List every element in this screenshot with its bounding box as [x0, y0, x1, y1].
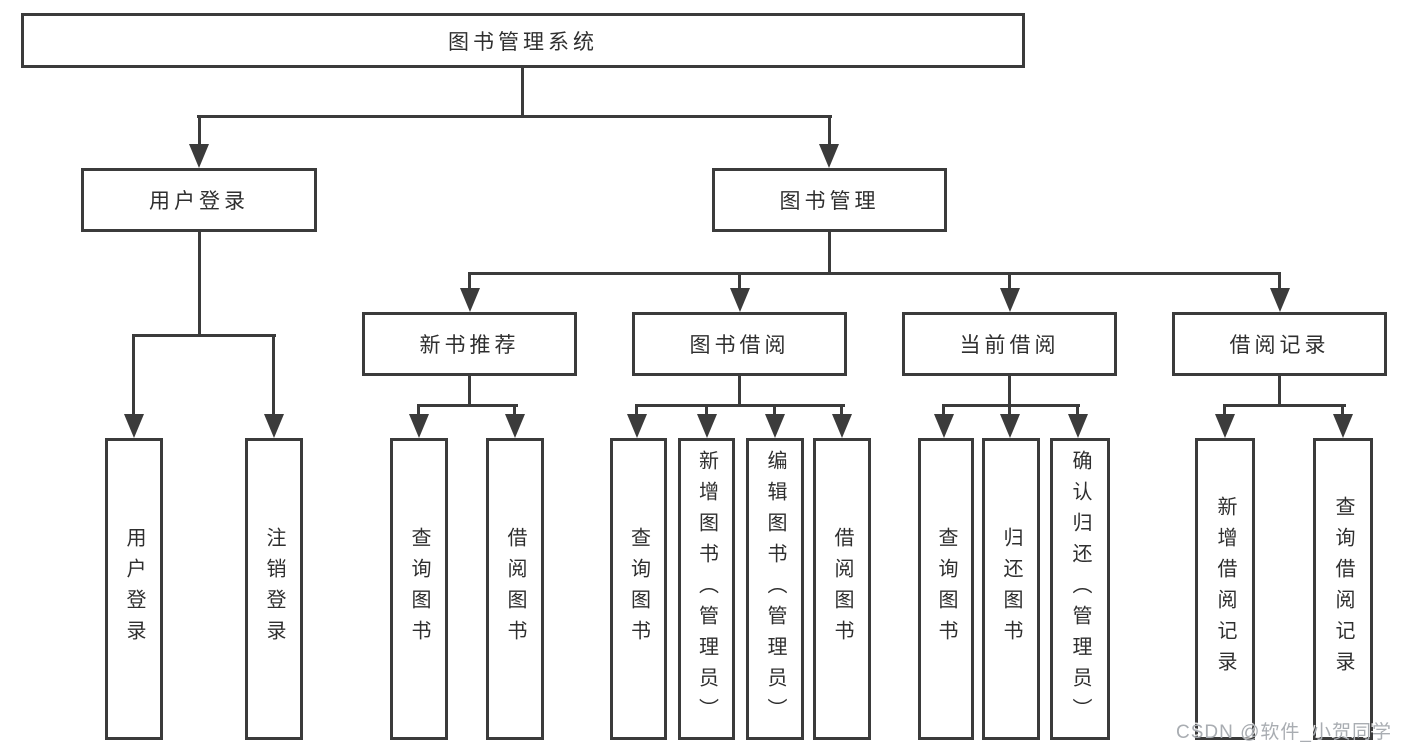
connector-line — [1223, 404, 1226, 416]
node-label: 借阅记录 — [1229, 334, 1330, 357]
connector-line — [468, 376, 471, 407]
connector-line — [521, 66, 524, 117]
arrow-down-icon — [409, 414, 429, 438]
connector-line — [942, 404, 945, 416]
arrow-down-icon — [1068, 414, 1088, 438]
connector-line — [1008, 376, 1011, 407]
leaf-bb-borrow-books: 借阅图书 — [813, 438, 871, 740]
connector-line — [1278, 272, 1281, 292]
connector-line — [828, 232, 831, 275]
connector-line — [197, 115, 832, 118]
connector-line — [1223, 404, 1346, 407]
leaf-label: 新增图书（管理员） — [695, 449, 718, 729]
arrow-down-icon — [627, 414, 647, 438]
arrow-down-icon — [460, 288, 480, 312]
leaf-label: 借阅图书 — [504, 527, 526, 651]
node-book-management: 图书管理 — [712, 168, 947, 232]
leaf-label: 新增借阅记录 — [1214, 496, 1236, 682]
leaf-bb-query-books: 查询图书 — [610, 438, 667, 740]
leaf-logout: 注销登录 — [245, 438, 303, 740]
leaf-label: 查询图书 — [627, 527, 650, 651]
node-user-login: 用户登录 — [81, 168, 317, 232]
connector-line — [773, 404, 776, 416]
leaf-br-add-record: 新增借阅记录 — [1195, 438, 1255, 740]
connector-line — [468, 272, 471, 292]
leaf-rec-borrow-books: 借阅图书 — [486, 438, 544, 740]
leaf-label: 查询借阅记录 — [1332, 496, 1354, 682]
leaf-label: 查询图书 — [408, 527, 430, 651]
node-label: 图书借阅 — [689, 334, 790, 357]
arrow-down-icon — [1270, 288, 1290, 312]
arrow-down-icon — [765, 414, 785, 438]
leaf-cb-return-books: 归还图书 — [982, 438, 1040, 740]
connector-line — [840, 404, 843, 416]
node-new-book-recommend: 新书推荐 — [362, 312, 577, 376]
connector-line — [132, 334, 276, 337]
arrow-down-icon — [819, 144, 839, 168]
connector-line — [635, 404, 845, 407]
leaf-label: 确认归还（管理员） — [1069, 449, 1091, 729]
node-current-borrow: 当前借阅 — [902, 312, 1117, 376]
arrow-down-icon — [1215, 414, 1235, 438]
leaf-label: 归还图书 — [1000, 527, 1022, 651]
connector-line — [132, 334, 135, 416]
leaf-cb-confirm-return: 确认归还（管理员） — [1050, 438, 1110, 740]
leaf-label: 注销登录 — [263, 527, 285, 651]
connector-line — [738, 272, 741, 292]
arrow-down-icon — [1333, 414, 1353, 438]
leaf-rec-query-books: 查询图书 — [390, 438, 448, 740]
leaf-br-query-record: 查询借阅记录 — [1313, 438, 1373, 740]
leaf-cb-query-books: 查询图书 — [918, 438, 974, 740]
connector-line — [198, 232, 201, 337]
node-borrow-records: 借阅记录 — [1172, 312, 1387, 376]
arrow-down-icon — [832, 414, 852, 438]
leaf-label: 用户登录 — [123, 527, 145, 651]
leaf-label: 查询图书 — [935, 527, 957, 651]
watermark: CSDN @软件_小贺同学 — [1176, 722, 1392, 743]
connector-line — [272, 334, 275, 416]
connector-line — [198, 115, 201, 146]
connector-line — [1008, 272, 1011, 292]
connector-line — [705, 404, 708, 416]
connector-line — [417, 404, 420, 416]
node-label: 图书管理 — [779, 190, 880, 213]
connector-line — [1076, 404, 1079, 416]
leaf-label: 编辑图书（管理员） — [764, 449, 786, 729]
arrow-down-icon — [124, 414, 144, 438]
node-label: 用户登录 — [149, 190, 249, 213]
node-label: 图书管理系统 — [448, 30, 598, 54]
connector-line — [942, 404, 1080, 407]
arrow-down-icon — [1000, 414, 1020, 438]
arrow-down-icon — [264, 414, 284, 438]
arrow-down-icon — [697, 414, 717, 438]
arrow-down-icon — [730, 288, 750, 312]
connector-line — [1008, 404, 1011, 416]
connector-line — [738, 376, 741, 407]
leaf-bb-add-books: 新增图书（管理员） — [678, 438, 735, 740]
connector-line — [513, 404, 516, 416]
leaf-bb-edit-books: 编辑图书（管理员） — [746, 438, 804, 740]
leaf-user-login: 用户登录 — [105, 438, 163, 740]
connector-line — [417, 404, 518, 407]
node-label: 新书推荐 — [419, 334, 520, 357]
arrow-down-icon — [189, 144, 209, 168]
connector-line — [828, 115, 831, 146]
arrow-down-icon — [934, 414, 954, 438]
leaf-label: 借阅图书 — [831, 527, 853, 651]
connector-line — [1278, 376, 1281, 407]
node-library-management-system: 图书管理系统 — [21, 13, 1025, 68]
connector-line — [1341, 404, 1344, 416]
connector-line — [468, 272, 1281, 275]
arrow-down-icon — [505, 414, 525, 438]
arrow-down-icon — [1000, 288, 1020, 312]
node-book-borrow: 图书借阅 — [632, 312, 847, 376]
node-label: 当前借阅 — [959, 334, 1060, 357]
connector-line — [635, 404, 638, 416]
